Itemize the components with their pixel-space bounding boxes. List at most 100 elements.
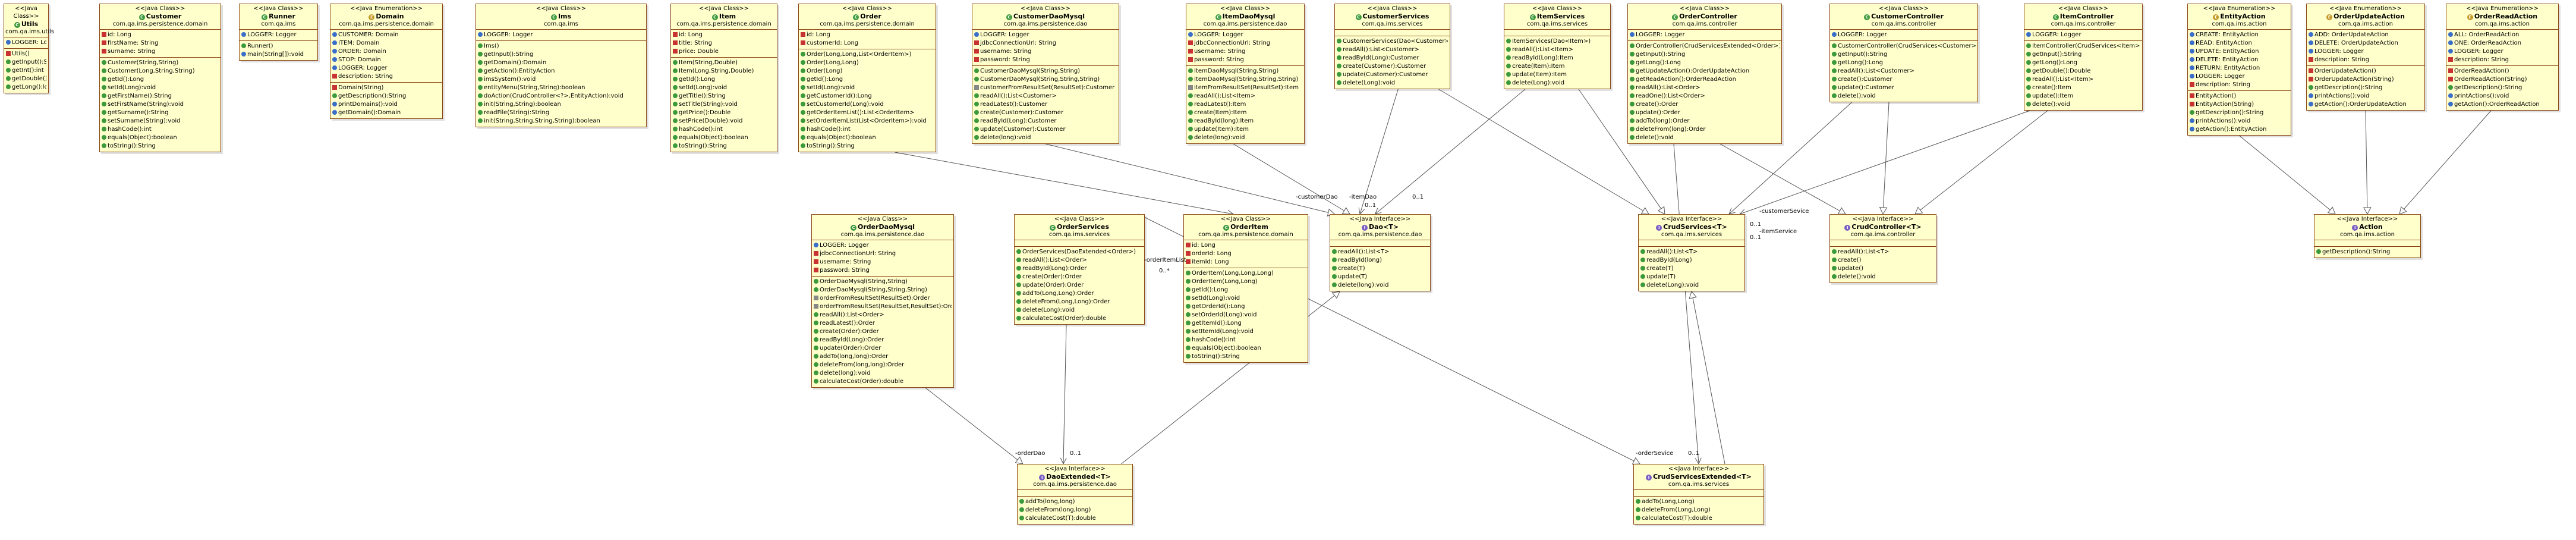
operation-row: readById(Long):Order bbox=[1016, 265, 1142, 273]
package-label: com.qa.ims.services bbox=[1661, 231, 1722, 238]
operation-row: OrderItem(Long,Long,Long) bbox=[1186, 269, 1306, 278]
member-text: description: String bbox=[2314, 56, 2369, 63]
attributes-section: LOGGER: Logger bbox=[240, 30, 317, 41]
class-name-text: OrderController bbox=[1679, 12, 1737, 20]
edge-label-id-mult: 0..1 bbox=[1412, 194, 1424, 200]
operation-row: readAll():List<Order> bbox=[814, 311, 952, 319]
stereotype-label: <<Java Class>> bbox=[1679, 5, 1730, 12]
operation-row: readAll():List<T> bbox=[1832, 248, 1934, 256]
attributes-section bbox=[1018, 490, 1132, 497]
operation-row: customerFromResultSet(ResultSet):Custome… bbox=[974, 84, 1117, 92]
member-text: getDescription():String bbox=[2196, 109, 2264, 116]
visibility-pub-icon bbox=[814, 362, 818, 367]
visibility-pub-icon bbox=[1630, 135, 1635, 140]
member-text: getFirstName():String bbox=[108, 93, 172, 99]
operations-section: OrderReadAction()OrderReadAction(String)… bbox=[2446, 66, 2558, 110]
member-text: getDescription():String bbox=[2322, 249, 2391, 255]
package-label: com.qa.ims.utils bbox=[5, 29, 55, 35]
visibility-pub-icon bbox=[1832, 249, 1837, 254]
member-text: addTo(long,long):Order bbox=[820, 353, 889, 360]
edge-label-orderitemlist: -orderItemList bbox=[1144, 257, 1186, 263]
operation-row: create(T) bbox=[1332, 265, 1428, 273]
class-name-text: OrderReadAction bbox=[2474, 12, 2538, 20]
operation-row: update(Order):Order bbox=[814, 344, 952, 353]
member-text: update(T) bbox=[1646, 274, 1676, 280]
visibility-pub-icon bbox=[673, 135, 678, 140]
operation-row: getOrderId():Long bbox=[1186, 303, 1306, 311]
member-text: getInput():String bbox=[484, 51, 534, 58]
visibility-pub-icon bbox=[974, 118, 979, 123]
member-text: hashCode():int bbox=[679, 126, 723, 133]
assoc-order-orderitem bbox=[895, 152, 1233, 214]
operation-row: getReadAction():OrderReadAction bbox=[1630, 76, 1780, 84]
member-text: update(Customer):Customer bbox=[980, 126, 1066, 133]
visibility-pub-icon bbox=[2309, 85, 2313, 90]
attribute-row: orderId: Long bbox=[1186, 250, 1306, 258]
visibility-pub-icon bbox=[478, 118, 483, 123]
visibility-stat-icon bbox=[332, 110, 337, 115]
member-text: hashCode():int bbox=[1192, 337, 1236, 343]
member-text: CustomerServices(Dao<Customer>) bbox=[1343, 38, 1448, 45]
package-label: com.qa.ims.controller bbox=[1871, 21, 1936, 27]
visibility-pub-icon bbox=[1016, 291, 1021, 296]
impl-orderupdateaction-action bbox=[2363, 110, 2372, 215]
operation-row: readLatest():Item bbox=[1188, 101, 1302, 109]
member-text: OrderReadAction(String) bbox=[2454, 76, 2527, 83]
attribute-row: ORDER: Domain bbox=[332, 48, 440, 56]
attribute-row: LOGGER: Logger bbox=[1630, 31, 1780, 39]
operation-row: getInput():String bbox=[6, 58, 46, 67]
member-text: delete(long):void bbox=[1338, 282, 1389, 288]
attribute-row: password: String bbox=[1188, 56, 1302, 64]
operation-row: delete(Long):void bbox=[1016, 306, 1142, 315]
operation-row: toString():String bbox=[1186, 353, 1306, 361]
edge-label-od-mult: 0..1 bbox=[1070, 450, 1082, 457]
visibility-stat-icon bbox=[478, 32, 483, 37]
class-name-text: OrderDaoMysql bbox=[858, 223, 915, 231]
member-text: getSurname():String bbox=[108, 109, 169, 116]
member-text: printDomains():void bbox=[338, 101, 398, 108]
member-text: OrderServices(DaoExtended<Order>) bbox=[1022, 249, 1136, 255]
member-text: update():Order bbox=[1636, 109, 1680, 116]
member-text: calculateCost(T):double bbox=[1642, 515, 1712, 522]
operations-section: readAll():List<T>readById(long)create(T)… bbox=[1330, 247, 1430, 291]
class-name-text: Action bbox=[2359, 223, 2383, 231]
class-icon: C bbox=[1529, 14, 1536, 20]
visibility-priv-icon bbox=[974, 40, 979, 45]
visibility-pub-icon bbox=[1337, 55, 1341, 60]
visibility-stat-icon bbox=[2026, 32, 2031, 37]
visibility-stat-icon bbox=[2190, 57, 2194, 62]
member-text: description: String bbox=[2454, 56, 2509, 63]
operation-row: create():Item bbox=[2026, 84, 2140, 92]
visibility-stat-icon bbox=[2309, 102, 2313, 106]
operation-row: readAll():List<Customer> bbox=[1832, 67, 1976, 76]
visibility-stat-icon bbox=[2190, 127, 2194, 131]
